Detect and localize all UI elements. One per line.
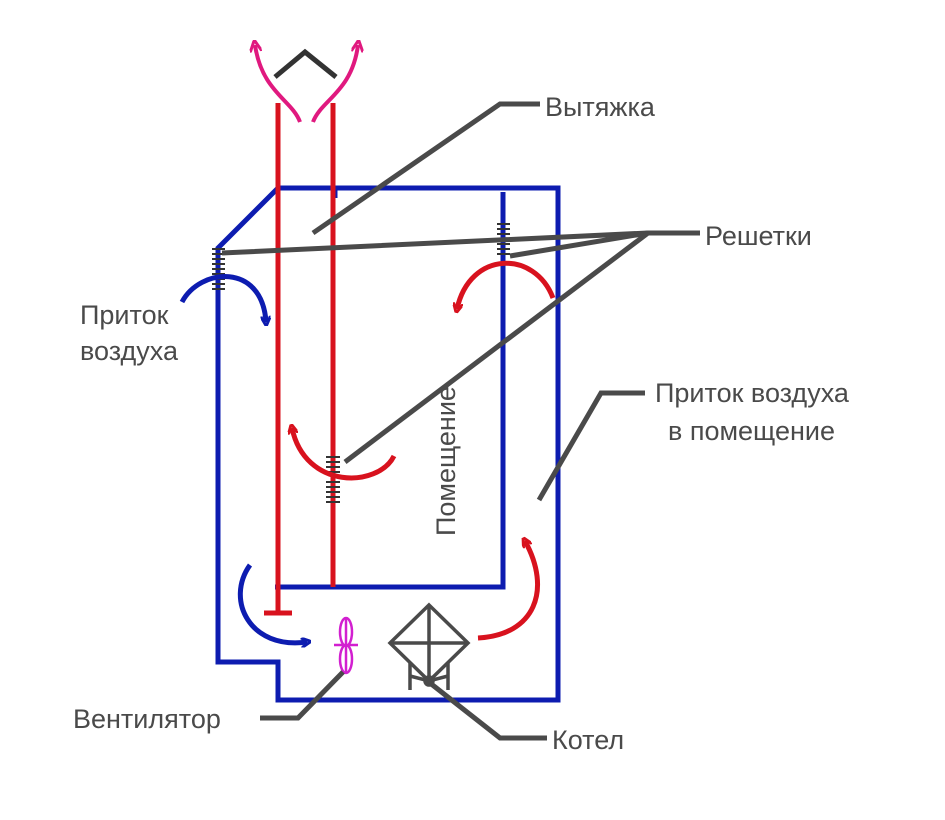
leader-grilles-middle <box>343 231 650 464</box>
boiler-icon <box>387 602 471 690</box>
label-room-inflow-line2: в помещение <box>668 416 835 446</box>
leader-boiler <box>428 681 547 741</box>
label-exhaust: Вытяжка <box>545 92 656 122</box>
leader-fan <box>260 670 345 721</box>
leader-exhaust <box>311 101 540 236</box>
building-outer-wall <box>215 185 561 703</box>
fan-icon <box>334 616 358 675</box>
room-arrow-middle <box>292 428 397 481</box>
label-room: Помещение <box>431 386 461 536</box>
grille-duct-middle <box>326 456 340 503</box>
label-room-inflow-line1: Приток воздуха <box>655 378 850 408</box>
leader-room-inflow <box>536 390 645 502</box>
room-arrow-top <box>457 260 556 309</box>
exhaust-arrow-left <box>255 45 302 123</box>
inflow-arrow-bottom <box>237 563 307 643</box>
label-air-inflow-line2: воздуха <box>80 336 179 366</box>
boiler-arrow <box>477 541 541 641</box>
inflow-arrow-top <box>179 274 266 322</box>
label-air-inflow-line1: Приток <box>80 300 169 330</box>
label-fan: Вентилятор <box>73 704 221 734</box>
leader-lines <box>221 101 700 741</box>
exhaust-arrow-right <box>311 45 358 123</box>
label-boiler: Котел <box>552 725 624 755</box>
leader-grilles-top <box>509 230 649 259</box>
label-grilles: Решетки <box>705 221 812 251</box>
chimney-cap <box>273 48 338 79</box>
